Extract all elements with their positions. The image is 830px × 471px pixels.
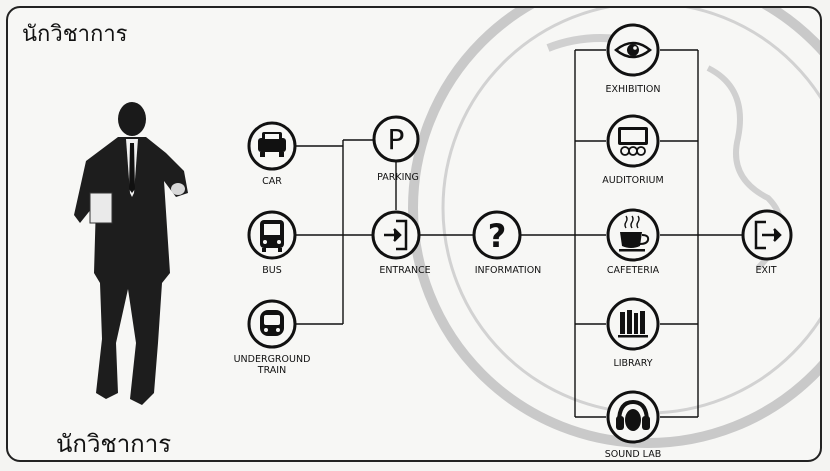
car-node: CAR bbox=[249, 123, 295, 187]
exhibition-label: EXHIBITION bbox=[606, 84, 661, 95]
car-label: CAR bbox=[262, 176, 282, 187]
sound-lab-label: SOUND LAB bbox=[605, 449, 661, 460]
library-node: LIBRARY bbox=[608, 299, 658, 369]
auditorium-node: AUDITORIUM bbox=[602, 116, 663, 186]
cafeteria-label: CAFETERIA bbox=[607, 265, 660, 276]
question-mark-icon: ? bbox=[488, 217, 507, 255]
bus-node: BUS bbox=[249, 212, 295, 276]
train-label-line2: TRAIN bbox=[257, 365, 286, 376]
entrance-node: ENTRANCE bbox=[373, 212, 431, 276]
information-label: INFORMATION bbox=[475, 265, 542, 276]
parking-node: P PARKING bbox=[374, 117, 419, 183]
exit-node: EXIT bbox=[743, 211, 791, 276]
library-label: LIBRARY bbox=[613, 358, 652, 369]
bus-icon bbox=[260, 220, 284, 252]
train-node: UNDERGROUND TRAIN bbox=[234, 301, 311, 376]
sound-lab-node: SOUND LAB bbox=[605, 392, 661, 460]
train-label-line1: UNDERGROUND bbox=[234, 354, 311, 365]
auditorium-label: AUDITORIUM bbox=[602, 175, 663, 186]
exit-label: EXIT bbox=[755, 265, 776, 276]
exhibition-node: EXHIBITION bbox=[606, 25, 661, 95]
parking-label: PARKING bbox=[377, 172, 419, 183]
cafeteria-node: CAFETERIA bbox=[607, 210, 660, 276]
train-icon bbox=[260, 310, 284, 336]
parking-icon: P bbox=[388, 123, 405, 156]
information-node: ? INFORMATION bbox=[474, 212, 541, 276]
entrance-label: ENTRANCE bbox=[379, 265, 430, 276]
bus-label: BUS bbox=[262, 265, 282, 276]
visitor-flow-diagram: CAR BUS UNDERGROUND bbox=[8, 8, 822, 462]
figure-frame: นักวิชาการ นักวิชาการ bbox=[6, 6, 822, 462]
